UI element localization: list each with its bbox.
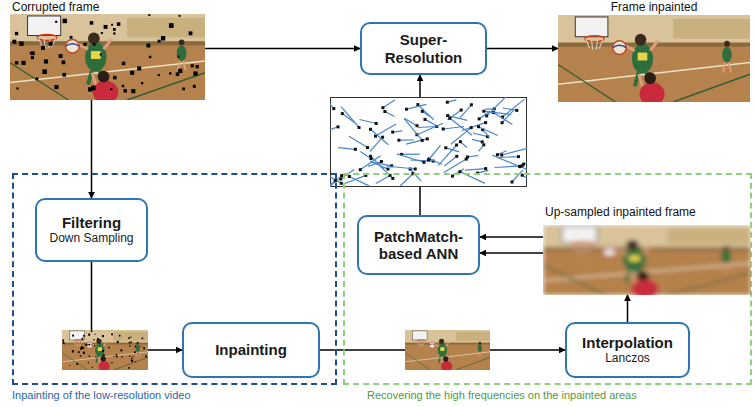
frame-image: [558, 15, 750, 102]
box-title: Super-Resolution: [372, 31, 475, 66]
arrow-connector: [480, 252, 543, 254]
process-box: PatchMatch-based ANN: [357, 215, 480, 275]
process-box: FilteringDown Sampling: [35, 198, 148, 262]
box-subtitle: Down Sampling: [49, 231, 133, 245]
arrow-connector: [480, 236, 543, 238]
arrow-connector: [205, 48, 360, 50]
arrow-connector: [627, 295, 629, 322]
box-title: Interpolation: [582, 334, 673, 351]
process-box: InterpolationLanczos: [565, 322, 690, 378]
region-label: Inpainting of the low-resolution video: [12, 389, 191, 402]
dashed-region: Inpainting of the low-resolution video Fi…: [12, 173, 337, 403]
box-subtitle: Lanczos: [605, 351, 650, 365]
frame-caption: Corrupted frame: [12, 0, 99, 14]
frame-node: Corrupted frame: [10, 0, 205, 100]
region-label: Recovering the high frequencies on the i…: [367, 389, 637, 402]
box-title: PatchMatch-based ANN: [369, 228, 468, 263]
low-res-inpainted-frame: [405, 330, 490, 370]
box-title: Inpainting: [215, 341, 287, 358]
frame-caption: Frame inpainted: [558, 0, 750, 14]
process-box: Inpainting: [182, 322, 320, 378]
frame-caption: Up-sampled inpainted frame: [545, 205, 696, 219]
box-title: Filtering: [62, 214, 121, 231]
low-res-corrupted-frame: [62, 330, 148, 370]
frame-node: Frame inpainted: [558, 0, 750, 102]
dashed-region: Recovering the high frequencies on the i…: [343, 173, 752, 403]
frame-image: [10, 14, 205, 100]
frame-node: Up-sampled inpainted frame: [543, 205, 751, 295]
frame-image: [543, 225, 751, 295]
arrow-connector: [91, 100, 93, 198]
arrow-connector: [487, 48, 558, 50]
process-box: Super-Resolution: [360, 22, 487, 75]
